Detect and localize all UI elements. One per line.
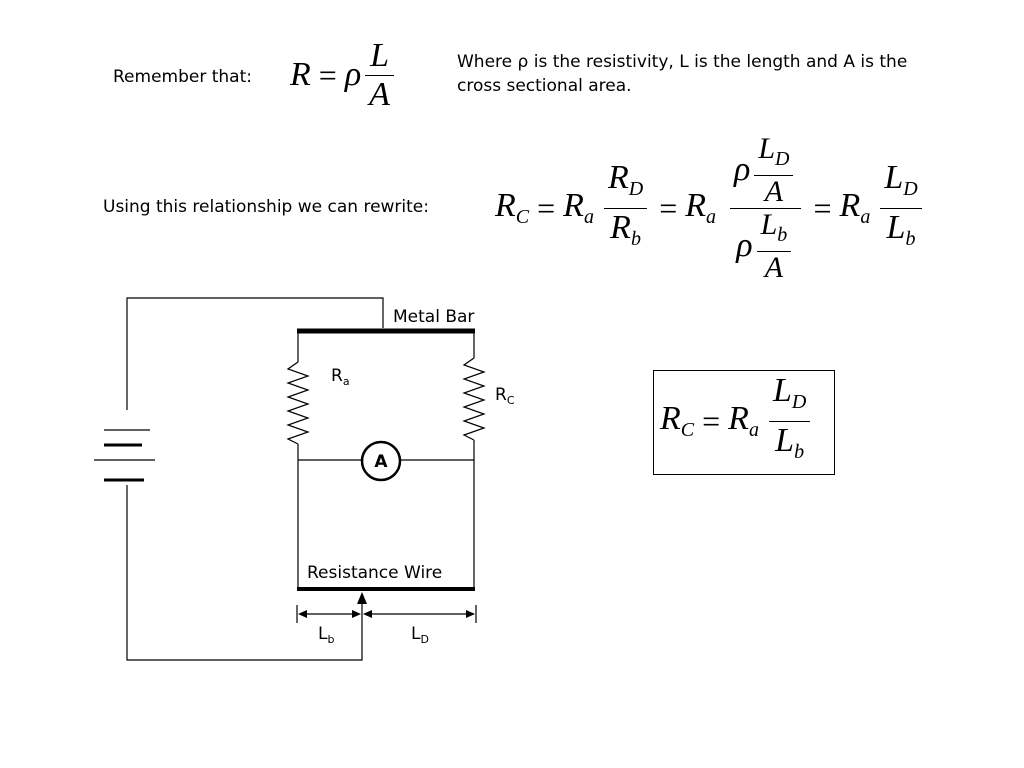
equals-sign: = <box>702 402 721 439</box>
Lb-label: Lb <box>318 624 334 646</box>
resistor-Ra <box>286 361 310 445</box>
wire-bottom <box>126 485 363 661</box>
RD-numerator: RD <box>607 158 644 200</box>
Ra-symbol: Ra <box>728 400 759 441</box>
rho-LD-over-A: ρ LD A <box>730 132 801 208</box>
Rc-symbol: RC <box>660 400 695 441</box>
LD-over-Lb-fraction: LD Lb <box>880 158 922 258</box>
remember-label: Remember that: <box>113 67 252 87</box>
equals-sign: = <box>659 189 678 226</box>
Rb-denominator: Rb <box>610 208 641 250</box>
Ra-symbol: Ra <box>685 187 717 228</box>
arrowhead <box>363 610 372 618</box>
fraction-bar <box>768 420 811 422</box>
resistor-Rc <box>462 357 486 441</box>
Lb-denominator: Lb <box>775 421 805 463</box>
Ra-symbol: Ra <box>839 187 871 228</box>
metal-bar-label: Metal Bar <box>393 307 474 327</box>
A-denominator: A <box>369 75 390 113</box>
result-formula: RC = Ra LD Lb <box>660 372 814 463</box>
rewrite-label: Using this relationship we can rewrite: <box>103 197 429 217</box>
resistance-wire-label: Resistance Wire <box>307 563 442 583</box>
Rc-symbol: RC <box>495 187 530 228</box>
compound-fraction: ρ LD A ρ Lb A <box>730 132 802 284</box>
definition-line-1: Where ρ is the resistivity, L is the len… <box>457 52 908 72</box>
wire-top <box>126 297 384 410</box>
ammeter-label: A <box>374 452 388 472</box>
rho-Lb-over-A: ρ Lb A <box>732 208 799 284</box>
rewrite-formula: RC = Ra RD Rb = Ra ρ LD A ρ Lb A = Ra LD <box>495 132 926 283</box>
equals-sign: = <box>537 189 556 226</box>
Ra-symbol: Ra <box>563 187 594 228</box>
Lb-denominator: Lb <box>886 208 916 250</box>
Ra-label: Ra <box>331 366 350 388</box>
RD-over-Rb-fraction: RD Rb <box>603 158 648 258</box>
L-over-A-fraction: L A <box>365 37 394 114</box>
result-box <box>653 370 835 475</box>
resistivity-formula: R = ρ L A <box>290 37 398 113</box>
arrowhead <box>352 610 361 618</box>
rho-symbol: ρ <box>344 56 362 93</box>
fraction-bar <box>880 207 922 209</box>
fraction-bar <box>603 207 648 209</box>
main-fraction-bar <box>730 207 802 209</box>
LD-over-Lb-fraction: LD Lb <box>768 371 811 471</box>
definition-line-2: cross sectional area. <box>457 76 632 96</box>
equals-sign: = <box>318 56 337 93</box>
L-numerator: L <box>370 36 389 74</box>
Rc-label: RC <box>495 385 515 407</box>
equals-sign: = <box>813 189 832 226</box>
fraction-bar <box>365 74 394 76</box>
arrowhead <box>298 610 307 618</box>
LD-numerator: LD <box>884 158 918 200</box>
sliding-contact-arrow <box>357 592 367 604</box>
LD-label: LD <box>411 624 429 646</box>
arrowhead <box>466 610 475 618</box>
ammeter-circle <box>360 440 402 482</box>
LD-numerator: LD <box>772 371 807 413</box>
R-symbol: R <box>290 56 311 93</box>
